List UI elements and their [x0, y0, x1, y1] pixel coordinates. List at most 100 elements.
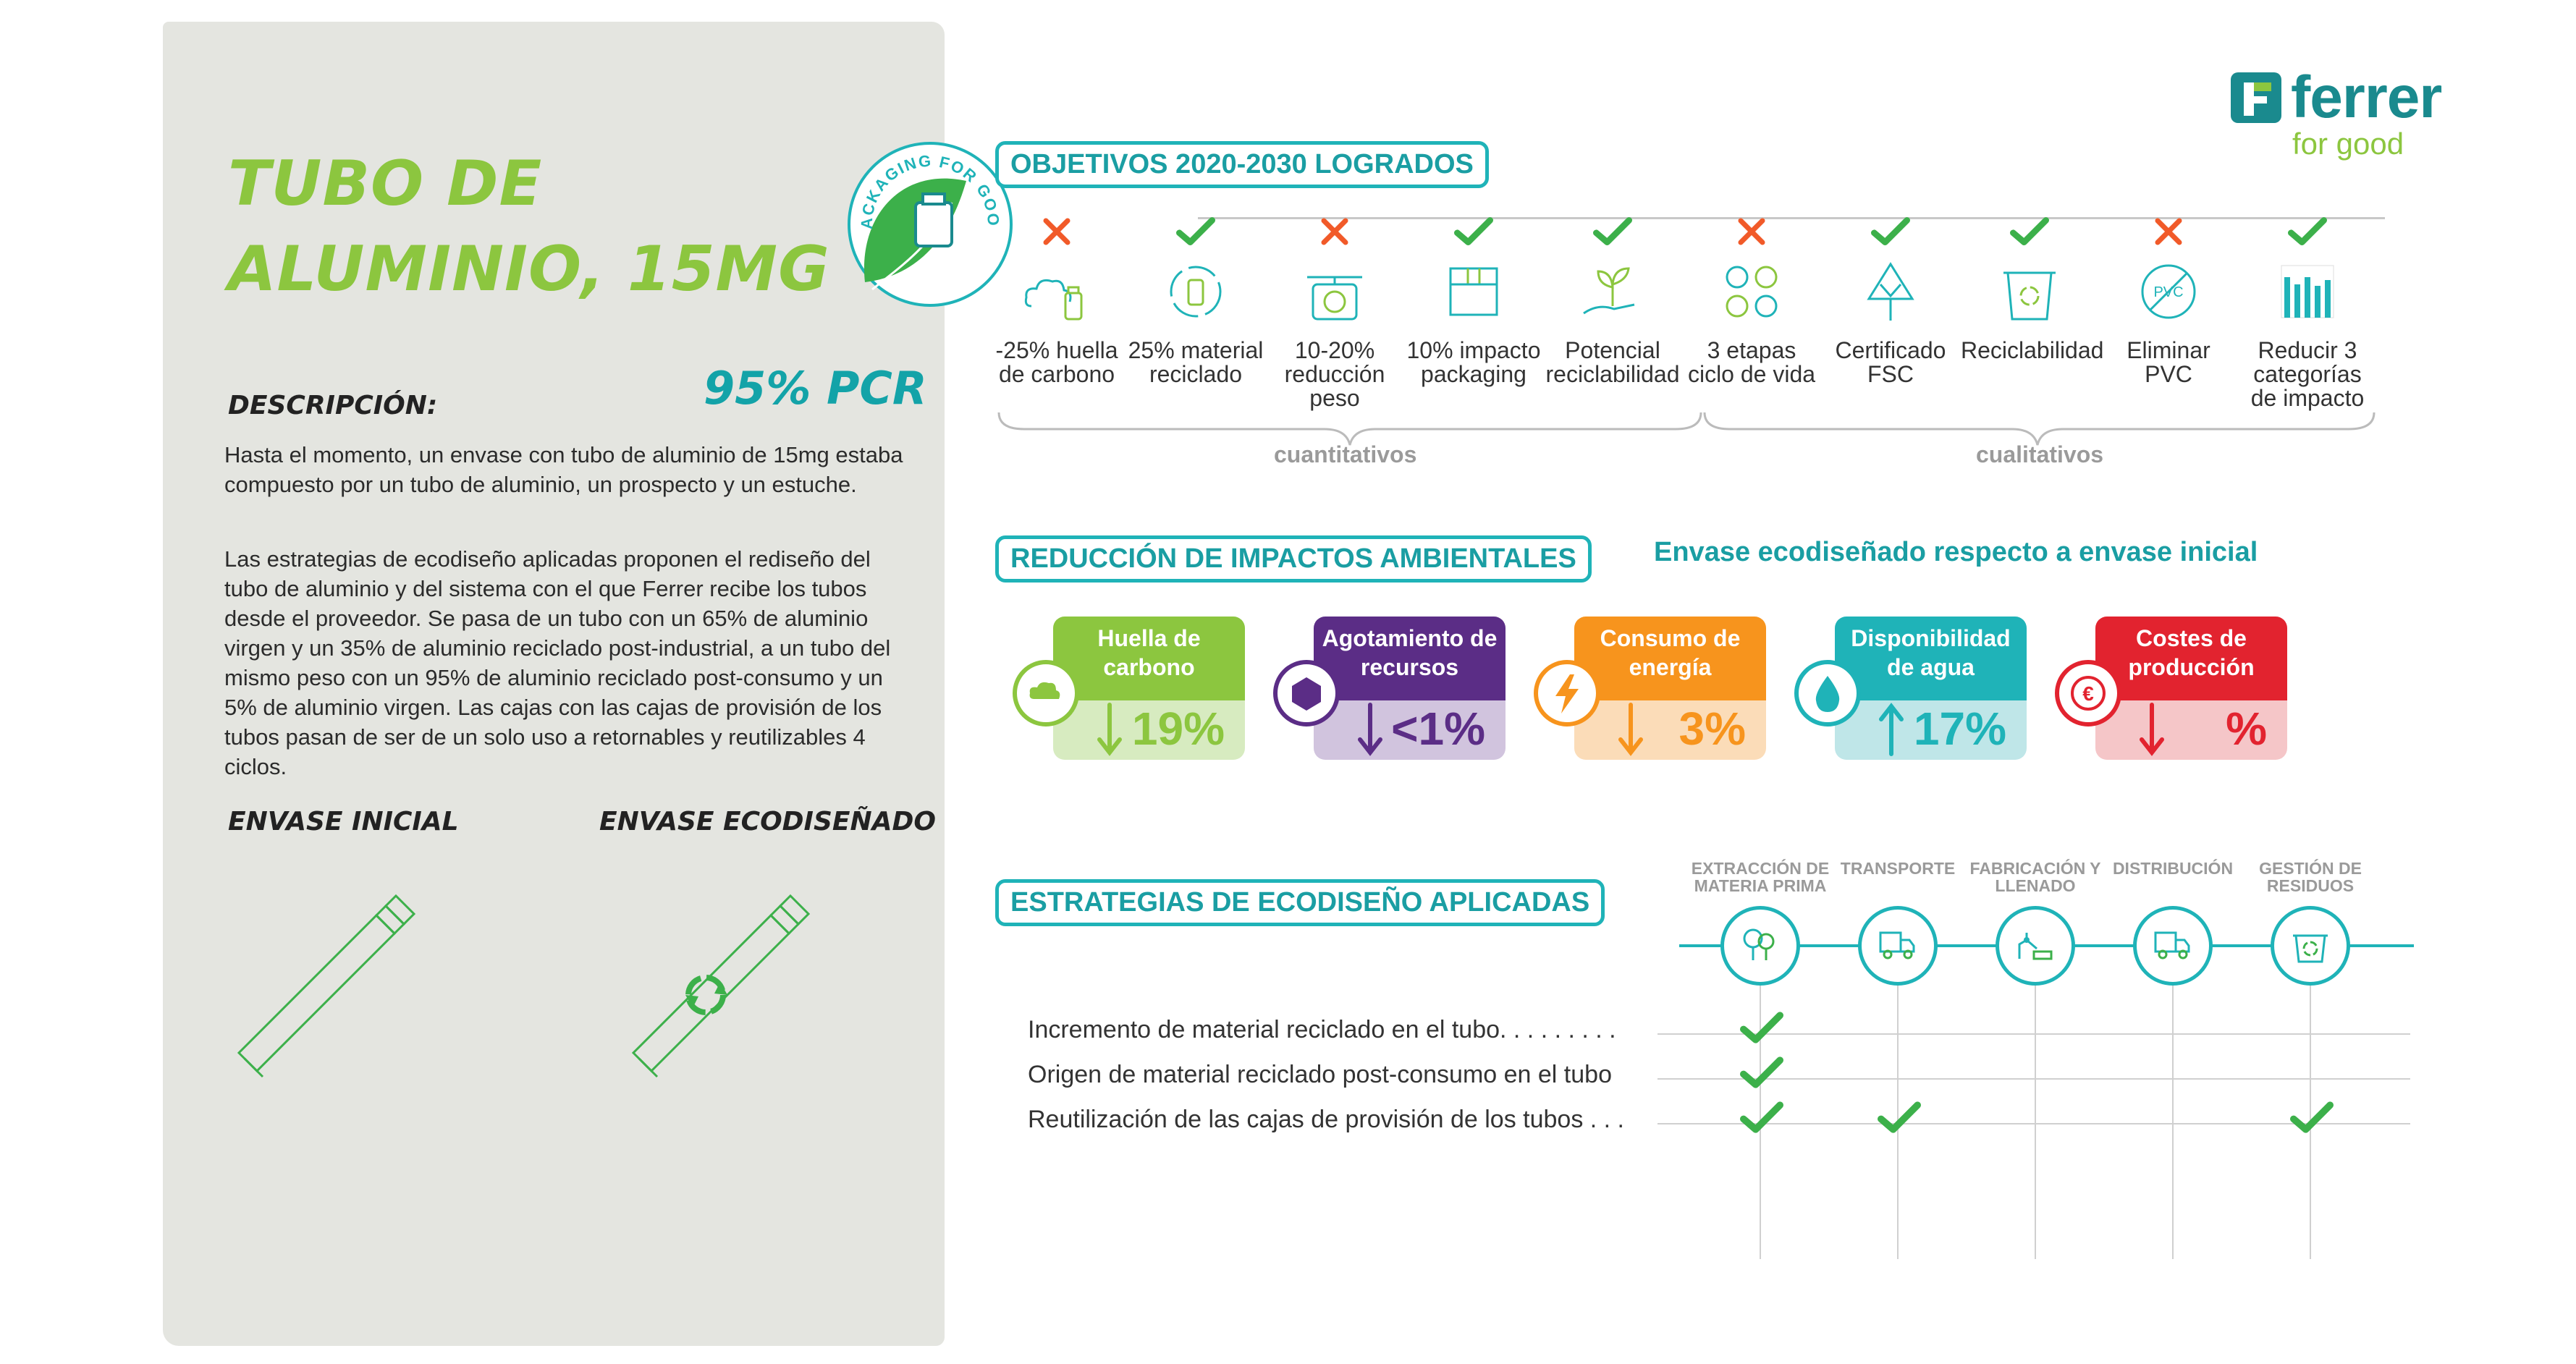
no-pvc-icon: PVC: [2100, 252, 2237, 331]
cloud-icon: [1013, 660, 1079, 727]
recycle-bottle-icon: [1127, 252, 1264, 331]
check-icon: [1127, 211, 1264, 252]
lightning-icon: [1534, 660, 1600, 727]
objective-item: Potencial reciclabilidad: [1544, 211, 1681, 386]
check-icon: [1405, 211, 1542, 252]
impact-card-label: Disponibilidad de agua: [1835, 617, 2027, 700]
impacts-title: REDUCCIÓN DE IMPACTOS AMBIENTALES: [995, 535, 1592, 583]
strategy-label: Reutilización de las cajas de provisión …: [1028, 1106, 1625, 1133]
impact-card-value: %: [2226, 703, 2267, 755]
stage-label: GESTIÓN DE RESIDUOS: [2259, 859, 2362, 895]
objective-label: 10-20% reducción peso: [1284, 337, 1385, 411]
recycle-icon: [685, 975, 727, 1015]
check-icon: [1740, 1010, 1783, 1049]
impact-card-label: Agotamiento de recursos: [1314, 617, 1506, 700]
objective-item: 25% material reciclado: [1127, 211, 1264, 386]
lifecycle-icon: [1683, 252, 1820, 331]
objective-label: 25% material reciclado: [1128, 337, 1264, 387]
objective-label: Eliminar PVC: [2127, 337, 2210, 387]
stage-label: TRANSPORTE: [1840, 859, 1956, 878]
objective-item: 10% impacto packaging: [1405, 211, 1542, 386]
grid-column-line: [1760, 941, 1761, 1259]
impact-card: Disponibilidad de agua 17%: [1794, 617, 2027, 760]
grid-row-line: [1657, 1078, 2410, 1080]
impact-card-label: Costes de producción: [2095, 617, 2287, 700]
impact-card-label: Consumo de energía: [1574, 617, 1766, 700]
check-icon: [2290, 1100, 2334, 1138]
objective-item: 10-20% reducción peso: [1266, 211, 1403, 410]
objective-group-braces: [997, 412, 2376, 446]
trees-icon: [1720, 906, 1800, 986]
grid-column-line: [2172, 941, 2174, 1259]
description-paragraph-1: Hasta el momento, un envase con tubo de …: [224, 442, 903, 497]
grid-column-line: [1897, 941, 1899, 1259]
strategies-title: ESTRATEGIAS DE ECODISEÑO APLICADAS: [995, 879, 1605, 926]
grid-column-line: [2035, 941, 2036, 1259]
scale-icon: [1266, 252, 1403, 331]
fsc-tree-icon: [1822, 252, 1959, 331]
product-panel: [163, 22, 945, 1346]
impact-card-value: 3%: [1678, 703, 1747, 755]
objectives-title: OBJETIVOS 2020-2030 LOGRADOS: [995, 141, 1489, 188]
objective-item: -25% huella de carbono: [988, 211, 1126, 386]
arrow-down-icon: [1358, 703, 1382, 756]
objective-item: Reducir 3 categorías de impacto: [2239, 211, 2376, 410]
strategy-label: Incremento de material reciclado en el t…: [1028, 1016, 1616, 1043]
grid-row-line: [1657, 1033, 2410, 1035]
initial-tube-illustration: [237, 894, 416, 1078]
svg-text:PVC: PVC: [2153, 284, 2183, 300]
objectives-timeline: [1198, 217, 2385, 219]
objective-item: PVC Eliminar PVC: [2100, 211, 2237, 386]
impact-card: Huella de carbono 19%: [1013, 617, 1245, 760]
eco-tube-illustration: [631, 894, 811, 1078]
objective-label: -25% huella de carbono: [995, 337, 1118, 387]
stage-label: FABRICACIÓN Y LLENADO: [1969, 859, 2101, 895]
cross-icon: [2100, 211, 2237, 252]
truck-icon: [1858, 906, 1938, 986]
ferrer-logo-icon: [2231, 72, 2281, 123]
arrow-down-icon: [1097, 703, 1122, 756]
arrow-up-icon: [1879, 703, 1904, 756]
impact-card-value: 17%: [1913, 703, 2006, 755]
check-icon: [1878, 1100, 1921, 1138]
water-drop-icon: [1794, 660, 1861, 727]
euro-icon: €: [2055, 660, 2121, 727]
cross-icon: [988, 211, 1126, 252]
check-icon: [1544, 211, 1681, 252]
objective-label: Reducir 3 categorías de impacto: [2250, 337, 2365, 411]
delivery-truck-icon: [2133, 906, 2213, 986]
impacts-subtitle: Envase ecodiseñado respecto a envase ini…: [1654, 537, 2258, 567]
initial-package-label: ENVASE INICIAL: [228, 807, 459, 836]
brand-name: ferrer: [2291, 64, 2442, 130]
objective-label: Reciclabilidad: [1961, 337, 2104, 363]
stage-label: EXTRACCIÓN DE MATERIA PRIMA: [1691, 859, 1830, 895]
check-icon: [1822, 211, 1959, 252]
product-title: TUBO DE ALUMINIO, 15MG: [228, 148, 830, 305]
plant-hand-icon: [1544, 252, 1681, 331]
objective-label: 10% impacto packaging: [1406, 337, 1541, 387]
svg-text:€: €: [2082, 682, 2094, 705]
waste-bin-icon: [2271, 906, 2350, 986]
stage-label: DISTRIBUCIÓN: [2112, 859, 2234, 878]
cross-icon: [1266, 211, 1403, 252]
objective-item: 3 etapas ciclo de vida: [1683, 211, 1820, 386]
strategy-label: Origen de material reciclado post-consum…: [1028, 1061, 1612, 1088]
cloud-bottle-icon: [988, 252, 1126, 331]
arrow-down-icon: [2140, 703, 2164, 756]
group-quantitative-label: cuantitativos: [1274, 441, 1417, 467]
packaging-for-good-badge: PACKAGING FOR GOOD: [843, 137, 1013, 307]
check-icon: [1961, 211, 2098, 252]
box-icon: [1405, 252, 1542, 331]
objective-item: Reciclabilidad: [1961, 211, 2104, 363]
impact-card-label: Huella de carbono: [1053, 617, 1245, 700]
objective-label: Potencial reciclabilidad: [1545, 337, 1680, 387]
objective-label: Certificado FSC: [1835, 337, 1946, 387]
pcr-label: 95% PCR: [704, 362, 927, 415]
impact-card-value: <1%: [1391, 703, 1485, 755]
eco-package-label: ENVASE ECODISEÑADO: [599, 807, 936, 836]
check-icon: [1740, 1100, 1783, 1138]
description-label: DESCRIPCIÓN:: [228, 391, 438, 420]
impact-card: Consumo de energía 3%: [1534, 617, 1766, 760]
brand-tagline: for good: [2292, 127, 2404, 161]
cross-icon: [1683, 211, 1820, 252]
